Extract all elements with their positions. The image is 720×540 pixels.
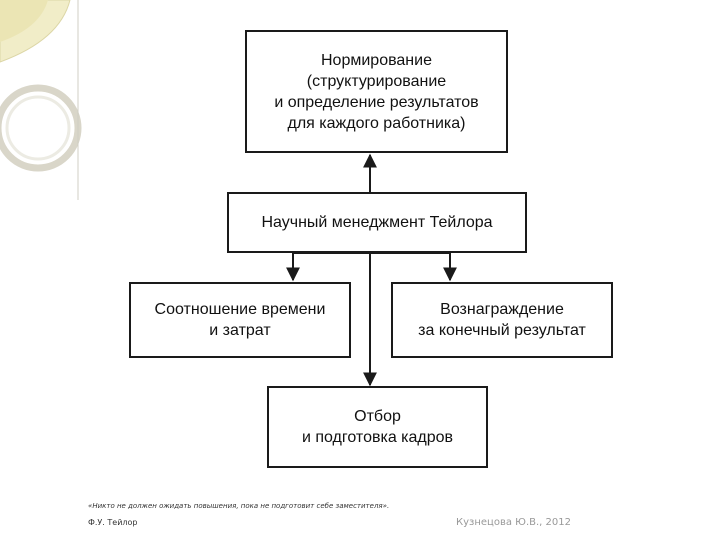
node-otbor-label: Отбор и подготовка кадров bbox=[301, 408, 454, 446]
footer-credit: Кузнецова Ю.В., 2012 bbox=[456, 517, 571, 528]
node-voznagrazhdenie: Вознаграждение за конечный результат bbox=[391, 282, 613, 358]
node-menedzhment-label: Научный менеджмент Тейлора bbox=[261, 214, 493, 231]
node-normirovanie-label: Нормирование (структурирование и определ… bbox=[274, 51, 479, 132]
quote-author: Ф.У. Тейлор bbox=[88, 518, 138, 527]
node-normirovanie: Нормирование (структурирование и определ… bbox=[245, 30, 508, 153]
taylor-quote: «Никто не должен ожидать повышения, пока… bbox=[88, 502, 390, 510]
corner-ornament bbox=[0, 0, 82, 200]
node-otbor: Отбор и подготовка кадров bbox=[267, 386, 488, 468]
node-sootnoshenie-label: Соотношение времени и затрат bbox=[154, 301, 326, 339]
node-sootnoshenie: Соотношение времени и затрат bbox=[129, 282, 351, 358]
node-menedzhment: Научный менеджмент Тейлора bbox=[227, 192, 527, 253]
node-voznagrazhdenie-label: Вознаграждение за конечный результат bbox=[418, 301, 586, 339]
